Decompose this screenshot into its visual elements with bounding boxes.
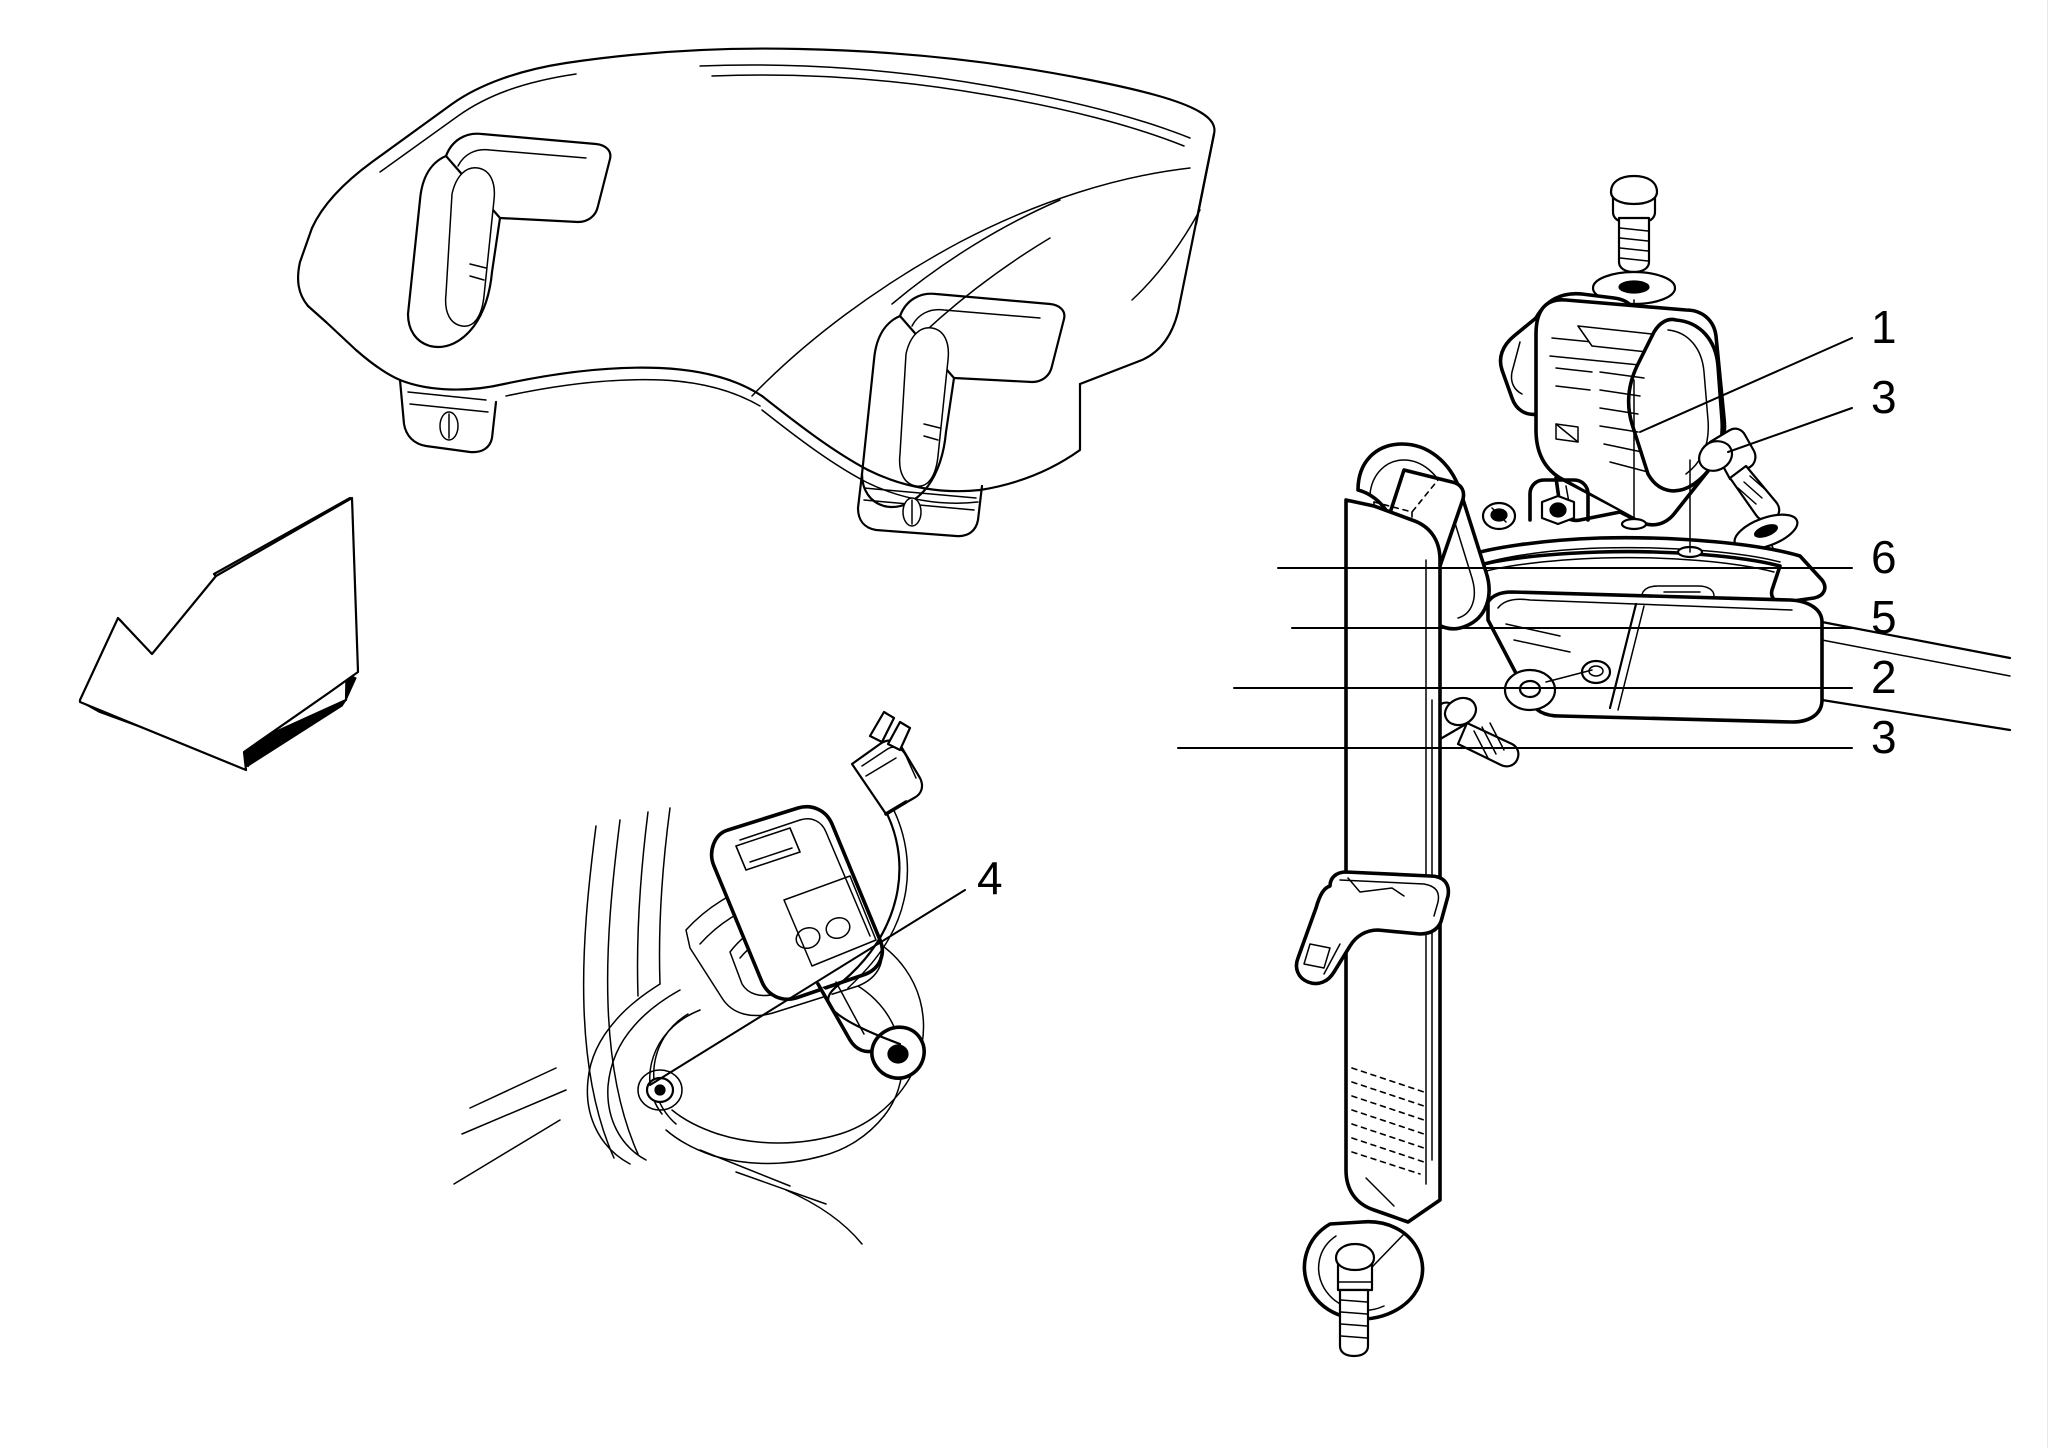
headrest-guide-slot-left bbox=[406, 132, 612, 349]
lower-anchor-washer bbox=[1503, 668, 1593, 712]
callout-2-lower-anchor-bolt: 2 bbox=[1871, 651, 1897, 703]
belt-webbing bbox=[1344, 498, 1442, 1224]
callout-leader-lines bbox=[649, 337, 1853, 1086]
callout-6-floor-anchor-bracket: 6 bbox=[1871, 531, 1897, 583]
rear-parcel-shelf-panel bbox=[297, 47, 1216, 538]
leader-line-3 bbox=[1727, 407, 1853, 453]
headrest-guide-slot-right bbox=[860, 292, 1066, 509]
retractor-top-bolt bbox=[1609, 174, 1659, 274]
direction-arrow bbox=[78, 496, 360, 772]
callout-4-seat-belt-buckle-with-switch: 4 bbox=[977, 852, 1003, 904]
callout-3-retractor-upper-bolt: 3 bbox=[1871, 371, 1897, 423]
buckle-connector bbox=[850, 710, 924, 816]
seat-belt-buckle bbox=[709, 805, 926, 1080]
bracket-nut bbox=[1540, 494, 1576, 526]
buckle-cable bbox=[827, 795, 909, 1046]
webbing-texture bbox=[1351, 1067, 1425, 1175]
retractor-mounting-plate bbox=[1486, 590, 2012, 732]
seat-belt-retractor bbox=[1498, 291, 1727, 527]
callout-3-lower-anchor-washer: 3 bbox=[1871, 711, 1897, 763]
callout-5-retractor-mounting-plate: 5 bbox=[1871, 591, 1897, 643]
bracket-rivet-left bbox=[1481, 501, 1517, 531]
leader-line-4 bbox=[649, 889, 966, 1086]
callout-1-seat-belt-retractor-assembly: 1 bbox=[1871, 301, 1897, 353]
belt-lower-anchor-plate bbox=[1302, 1219, 1425, 1358]
belt-tongue-latch-plate bbox=[1294, 870, 1451, 986]
leader-line-1 bbox=[1639, 337, 1853, 433]
